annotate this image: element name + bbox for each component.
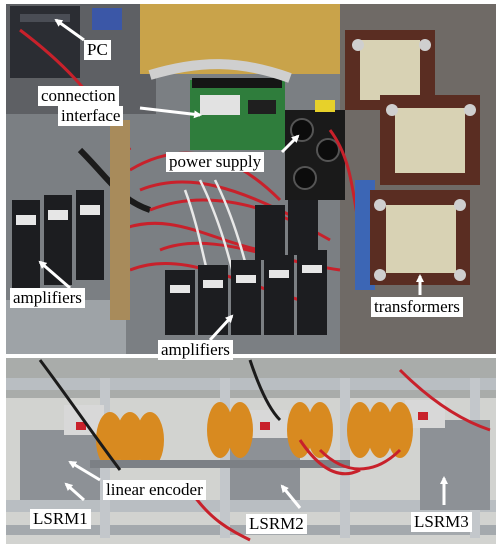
- amplifiers-bottom-group: [165, 200, 327, 335]
- power-supply-unit: [285, 100, 345, 200]
- label-linear-encoder: linear encoder: [103, 480, 206, 500]
- label-lsrm2: LSRM2: [246, 514, 307, 534]
- transformers-group: [345, 30, 480, 285]
- label-amplifiers-bottom: amplifiers: [158, 340, 233, 360]
- label-connection-interface-line1: connection: [38, 86, 119, 106]
- label-lsrm3: LSRM3: [411, 512, 472, 532]
- lsrm1-motor: [20, 405, 164, 500]
- label-lsrm1: LSRM1: [30, 509, 91, 529]
- lsrm3-motor: [347, 400, 490, 510]
- amplifiers-left-group: [12, 190, 104, 290]
- callout-arrows-top: [38, 18, 424, 342]
- label-connection-interface-line2: interface: [58, 106, 124, 126]
- label-pc: PC: [84, 40, 111, 60]
- label-power-supply: power supply: [166, 152, 265, 172]
- label-amplifiers-left: amplifiers: [10, 288, 85, 308]
- callout-arrows-bottom: [64, 460, 448, 509]
- label-transformers: transformers: [371, 297, 463, 317]
- top-photo-electronics: [6, 4, 496, 354]
